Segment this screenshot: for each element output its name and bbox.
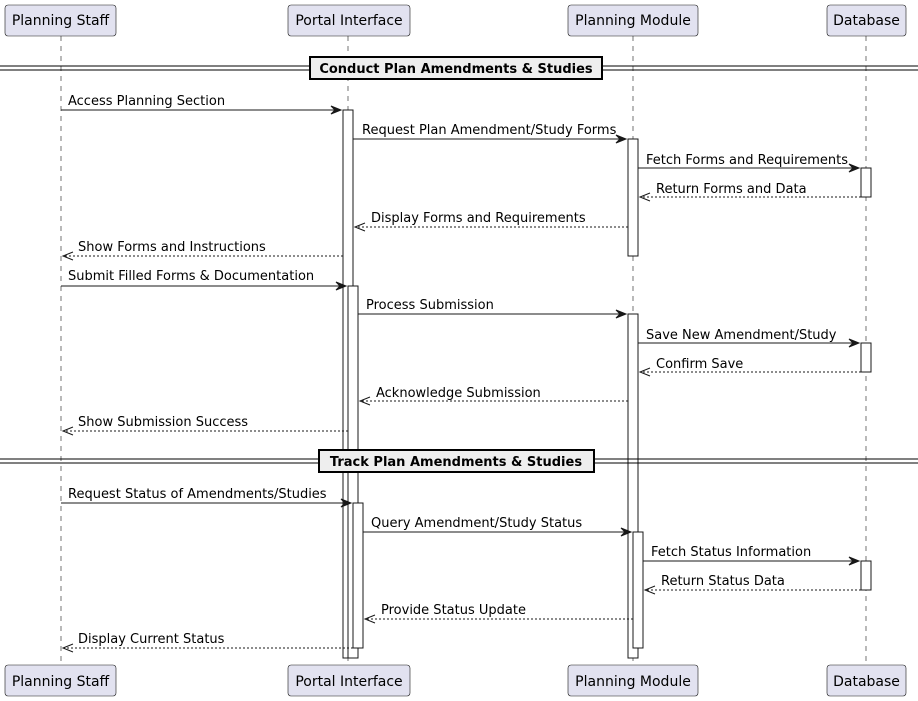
message-label: Display Current Status (78, 632, 225, 647)
participant-planning-module: Planning Module (567, 664, 699, 697)
message: Return Forms and Data (638, 182, 861, 202)
participant-portal-interface: Portal Interface (287, 4, 411, 37)
message: Confirm Save (638, 357, 861, 377)
message: Fetch Forms and Requirements (638, 153, 861, 173)
participants-top: Planning Staff Portal Interface Planning… (4, 4, 907, 37)
message: Submit Filled Forms & Documentation (61, 269, 348, 291)
message-label: Request Status of Amendments/Studies (68, 487, 327, 502)
message-label: Show Submission Success (78, 415, 248, 430)
message-label: Show Forms and Instructions (78, 240, 266, 255)
participant-planning-staff: Planning Staff (4, 4, 117, 37)
message-label: Fetch Forms and Requirements (646, 153, 848, 168)
message-label: Return Forms and Data (656, 182, 807, 197)
participant-label: Portal Interface (295, 13, 402, 29)
message-label: Acknowledge Submission (376, 386, 541, 401)
message: Provide Status Update (363, 603, 633, 624)
participant-label: Planning Staff (12, 674, 110, 690)
message-label: Query Amendment/Study Status (371, 516, 582, 531)
message: Show Submission Success (61, 415, 348, 436)
message: Process Submission (358, 298, 628, 319)
activation-db-2 (860, 342, 872, 373)
message: Fetch Status Information (643, 545, 861, 566)
message: Query Amendment/Study Status (363, 516, 633, 537)
message: Request Status of Amendments/Studies (61, 487, 353, 508)
section-divider-track: Track Plan Amendments & Studies (0, 449, 918, 473)
message-label: Fetch Status Information (651, 545, 811, 560)
message-label: Process Submission (366, 298, 494, 313)
participants-bottom: Planning Staff Portal Interface Planning… (4, 664, 907, 697)
activation-db-3 (860, 560, 872, 591)
message: Request Plan Amendment/Study Forms (353, 123, 628, 144)
participant-label: Portal Interface (295, 674, 402, 690)
activation-db-1 (860, 167, 872, 198)
message: Return Status Data (643, 574, 861, 595)
participant-database: Database (826, 664, 907, 697)
participant-planning-module: Planning Module (567, 4, 699, 37)
activation-portal-3 (352, 502, 364, 649)
message-label: Submit Filled Forms & Documentation (68, 269, 314, 284)
message-label: Access Planning Section (68, 94, 225, 109)
participant-label: Database (833, 674, 900, 690)
message-label: Return Status Data (661, 574, 785, 589)
message-label: Provide Status Update (381, 603, 526, 618)
message: Display Forms and Requirements (353, 211, 628, 232)
section-divider-conduct: Conduct Plan Amendments & Studies (0, 56, 918, 80)
message: Access Planning Section (61, 94, 343, 115)
participant-label: Planning Module (575, 13, 691, 29)
activation-module-3 (632, 531, 644, 649)
message-label: Save New Amendment/Study (646, 328, 837, 343)
participant-portal-interface: Portal Interface (287, 664, 411, 697)
participant-label: Planning Staff (12, 13, 110, 29)
message-label: Display Forms and Requirements (371, 211, 586, 226)
message: Acknowledge Submission (358, 386, 628, 406)
messages: Access Planning Section Request Plan Ame… (61, 94, 861, 653)
message-label: Request Plan Amendment/Study Forms (362, 123, 617, 138)
message: Save New Amendment/Study (638, 328, 861, 348)
participant-label: Planning Module (575, 674, 691, 690)
activation-module-1 (627, 138, 639, 257)
participant-label: Database (833, 13, 900, 29)
message: Show Forms and Instructions (61, 240, 343, 261)
participant-database: Database (826, 4, 907, 37)
message: Display Current Status (61, 632, 353, 653)
activation-module-2 (627, 313, 639, 659)
section-title: Track Plan Amendments & Studies (330, 455, 582, 470)
message-label: Confirm Save (656, 357, 743, 372)
participant-planning-staff: Planning Staff (4, 664, 117, 697)
section-title: Conduct Plan Amendments & Studies (319, 62, 593, 77)
